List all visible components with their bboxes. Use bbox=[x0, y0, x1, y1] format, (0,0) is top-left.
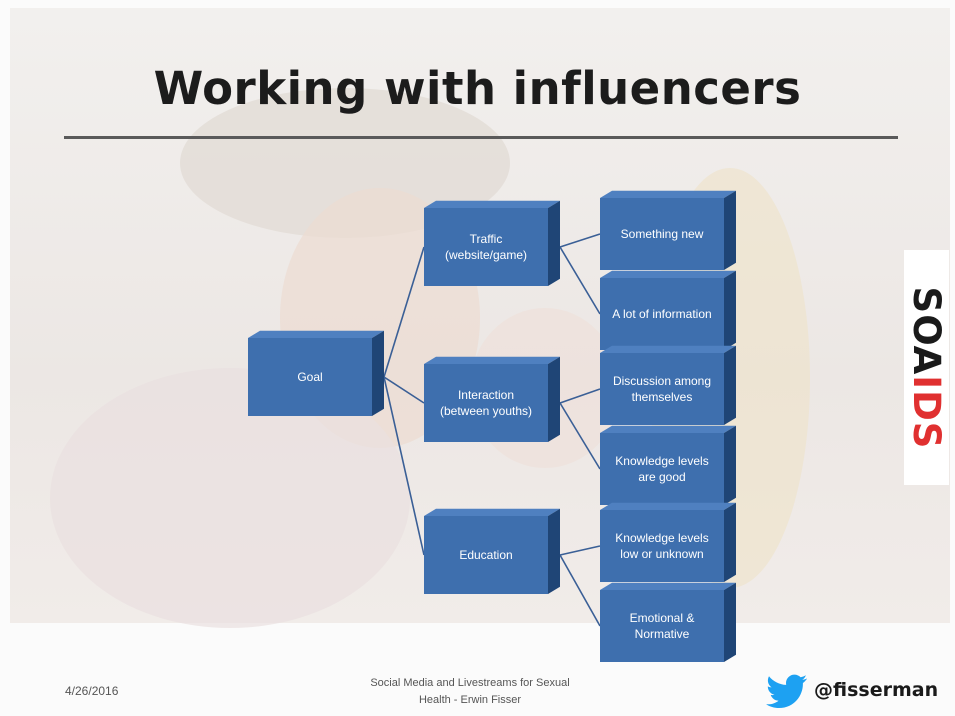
node-leaf-6-front-face bbox=[600, 590, 724, 662]
node-leaf-3: Discussion among themselves bbox=[600, 345, 736, 425]
connector-branch-3-leaf-1 bbox=[559, 545, 601, 556]
node-leaf-5-top-face bbox=[600, 502, 736, 510]
connector-branch-3-leaf-2 bbox=[559, 554, 601, 627]
node-leaf-1-side-face bbox=[724, 190, 736, 270]
node-leaf-3-label-line-2: themselves bbox=[632, 390, 693, 404]
node-leaf-1-label-line-1: Something new bbox=[621, 227, 704, 241]
twitter-handle: @fisserman bbox=[814, 679, 939, 701]
node-leaf-1-top-face bbox=[600, 190, 736, 198]
node-branch-1-label-line-2: (website/game) bbox=[445, 248, 527, 262]
node-goal-side-face bbox=[372, 330, 384, 416]
node-leaf-6-label-line-1: Emotional & bbox=[630, 611, 695, 625]
twitter-credit: @fisserman bbox=[764, 674, 944, 710]
node-leaf-1: Something new bbox=[600, 190, 736, 270]
footer-caption-line2: Health - Erwin Fisser bbox=[418, 694, 522, 706]
node-leaf-5-front-face bbox=[600, 510, 724, 582]
node-branch-2-front-face bbox=[424, 364, 548, 442]
connectors bbox=[383, 233, 601, 627]
title-underline bbox=[64, 136, 898, 139]
node-branch-1-label-line-1: Traffic bbox=[470, 232, 503, 246]
node-branch-1-top-face bbox=[424, 200, 560, 208]
node-leaf-6: Emotional & Normative bbox=[600, 582, 736, 662]
soaids-logo-text: SOAIDS bbox=[904, 250, 948, 486]
node-branch-3-label-line-1: Education bbox=[459, 548, 512, 562]
node-leaf-4-top-face bbox=[600, 425, 736, 433]
node-leaf-5-side-face bbox=[724, 502, 736, 582]
node-leaf-2-label-line-1: A lot of information bbox=[612, 307, 711, 321]
node-branch-1-side-face bbox=[548, 200, 560, 286]
node-branch-3-side-face bbox=[548, 508, 560, 594]
node-leaf-4-label-line-2: are good bbox=[638, 470, 685, 484]
node-leaf-6-side-face bbox=[724, 582, 736, 662]
node-leaf-4-side-face bbox=[724, 425, 736, 505]
node-branch-3-front-face bbox=[424, 516, 548, 594]
node-leaf-5-label-line-2: low or unknown bbox=[620, 547, 703, 561]
node-leaf-2-top-face bbox=[600, 270, 736, 278]
logo-part-soa: SOA bbox=[905, 286, 948, 376]
node-goal-front-face bbox=[248, 338, 372, 416]
slide-title: Working with influencers bbox=[153, 62, 802, 115]
footer-caption: Social Media and Livestreams for Sexual … bbox=[320, 675, 620, 709]
connector-goal-branch-1 bbox=[383, 246, 425, 378]
node-branch-1: Traffic (website/game) bbox=[424, 200, 560, 286]
node-leaf-3-label-line-1: Discussion among bbox=[613, 374, 711, 388]
twitter-bird-icon bbox=[766, 674, 807, 708]
node-branch-2-top-face bbox=[424, 356, 560, 364]
node-leaf-5-label-line-1: Knowledge levels bbox=[615, 531, 708, 545]
node-goal: Goal bbox=[248, 330, 384, 416]
node-goal-label-line-1: Goal bbox=[297, 370, 322, 384]
node-leaf-2-front-face bbox=[600, 278, 724, 350]
footer-date: 4/26/2016 bbox=[65, 684, 119, 698]
node-leaf-6-label-line-2: Normative bbox=[635, 627, 690, 641]
footer-caption-line1: Social Media and Livestreams for Sexual bbox=[370, 677, 570, 689]
node-leaf-3-side-face bbox=[724, 345, 736, 425]
node-leaf-4: Knowledge levels are good bbox=[600, 425, 736, 505]
node-leaf-1-front-face bbox=[600, 198, 724, 270]
node-branch-3: Education bbox=[424, 508, 560, 594]
connector-goal-branch-3 bbox=[383, 376, 425, 556]
node-leaf-5: Knowledge levels low or unknown bbox=[600, 502, 736, 582]
node-branch-2-label-line-2: (between youths) bbox=[440, 404, 532, 418]
connector-branch-1-leaf-1 bbox=[559, 233, 601, 248]
node-leaf-3-top-face bbox=[600, 345, 736, 353]
node-leaf-2-side-face bbox=[724, 270, 736, 350]
node-branch-2: Interaction (between youths) bbox=[424, 356, 560, 442]
node-leaf-3-front-face bbox=[600, 353, 724, 425]
node-leaf-4-front-face bbox=[600, 433, 724, 505]
connector-branch-2-leaf-2 bbox=[559, 402, 601, 470]
node-branch-2-label-line-1: Interaction bbox=[458, 388, 514, 402]
connector-branch-1-leaf-2 bbox=[559, 246, 601, 315]
connector-goal-branch-2 bbox=[383, 376, 425, 404]
connector-branch-2-leaf-1 bbox=[559, 388, 601, 404]
node-branch-1-front-face bbox=[424, 208, 548, 286]
node-leaf-4-label-line-1: Knowledge levels bbox=[615, 454, 708, 468]
node-branch-3-top-face bbox=[424, 508, 560, 516]
node-branch-2-side-face bbox=[548, 356, 560, 442]
node-goal-top-face bbox=[248, 330, 384, 338]
node-leaf-2: A lot of information bbox=[600, 270, 736, 350]
logo-part-ids: IDS bbox=[905, 375, 948, 450]
node-leaf-6-top-face bbox=[600, 582, 736, 590]
soaids-logo: SOAIDS bbox=[904, 250, 949, 485]
